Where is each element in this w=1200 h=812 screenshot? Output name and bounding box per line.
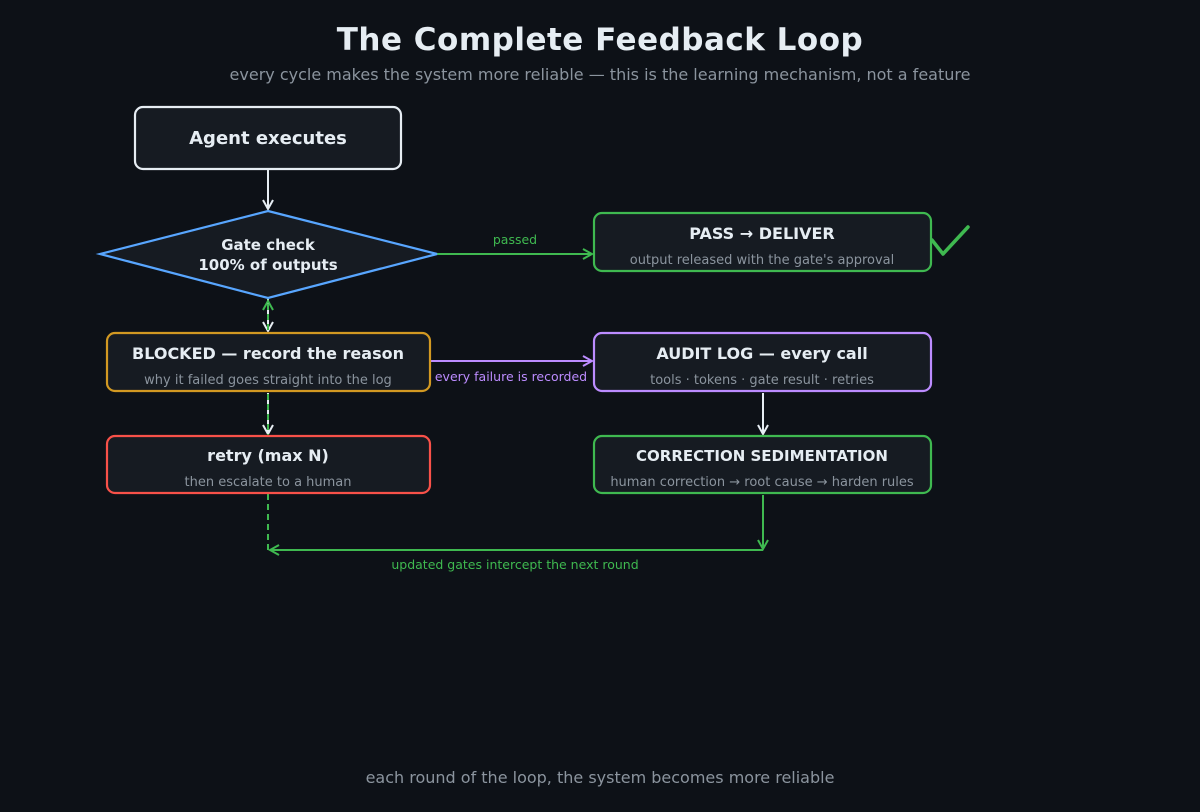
node-retry-label: retry (max N) [207,446,329,465]
edge-gate-to-pass: passed [437,232,592,254]
node-retry: retry (max N) then escalate to a human [105,434,432,495]
node-audit-sub: tools · tokens · gate result · retries [650,373,874,388]
edge-label-every-failure: every failure is recorded [435,369,587,384]
node-pass-label: PASS → DELIVER [689,224,835,243]
checkmark-icon [930,225,970,256]
node-pass-sub: output released with the gate's approval [630,253,895,268]
page-title: The Complete Feedback Loop [337,22,863,58]
node-pass-deliver: PASS → DELIVER output released with the … [592,211,970,273]
node-correction-sedimentation: CORRECTION SEDIMENTATION human correctio… [592,434,933,495]
node-blocked-label: BLOCKED — record the reason [132,344,404,363]
edge-blocked-to-audit: every failure is recorded [431,361,592,384]
node-agent-executes: Agent executes [133,105,403,171]
node-gate-check: Gate check 100% of outputs [95,209,438,300]
node-blocked-sub: why it failed goes straight into the log [144,373,392,388]
node-agent-label: Agent executes [189,128,347,149]
edge-label-updated-gates: updated gates intercept the next round [391,557,638,572]
edge-loop-back-to-gate: updated gates intercept the next round [268,301,763,572]
node-audit-log: AUDIT LOG — every call tools · tokens · … [592,331,933,393]
node-gate-line1: Gate check [221,236,316,254]
node-correction-sub: human correction → root cause → harden r… [610,475,914,490]
node-correction-label: CORRECTION SEDIMENTATION [636,447,888,465]
node-retry-sub: then escalate to a human [184,475,351,490]
node-blocked: BLOCKED — record the reason why it faile… [105,331,432,393]
page-subtitle: every cycle makes the system more reliab… [230,65,971,84]
page-footer: each round of the loop, the system becom… [366,768,835,787]
node-gate-line2: 100% of outputs [198,256,337,274]
edge-label-passed: passed [493,232,537,247]
node-audit-label: AUDIT LOG — every call [656,344,867,363]
